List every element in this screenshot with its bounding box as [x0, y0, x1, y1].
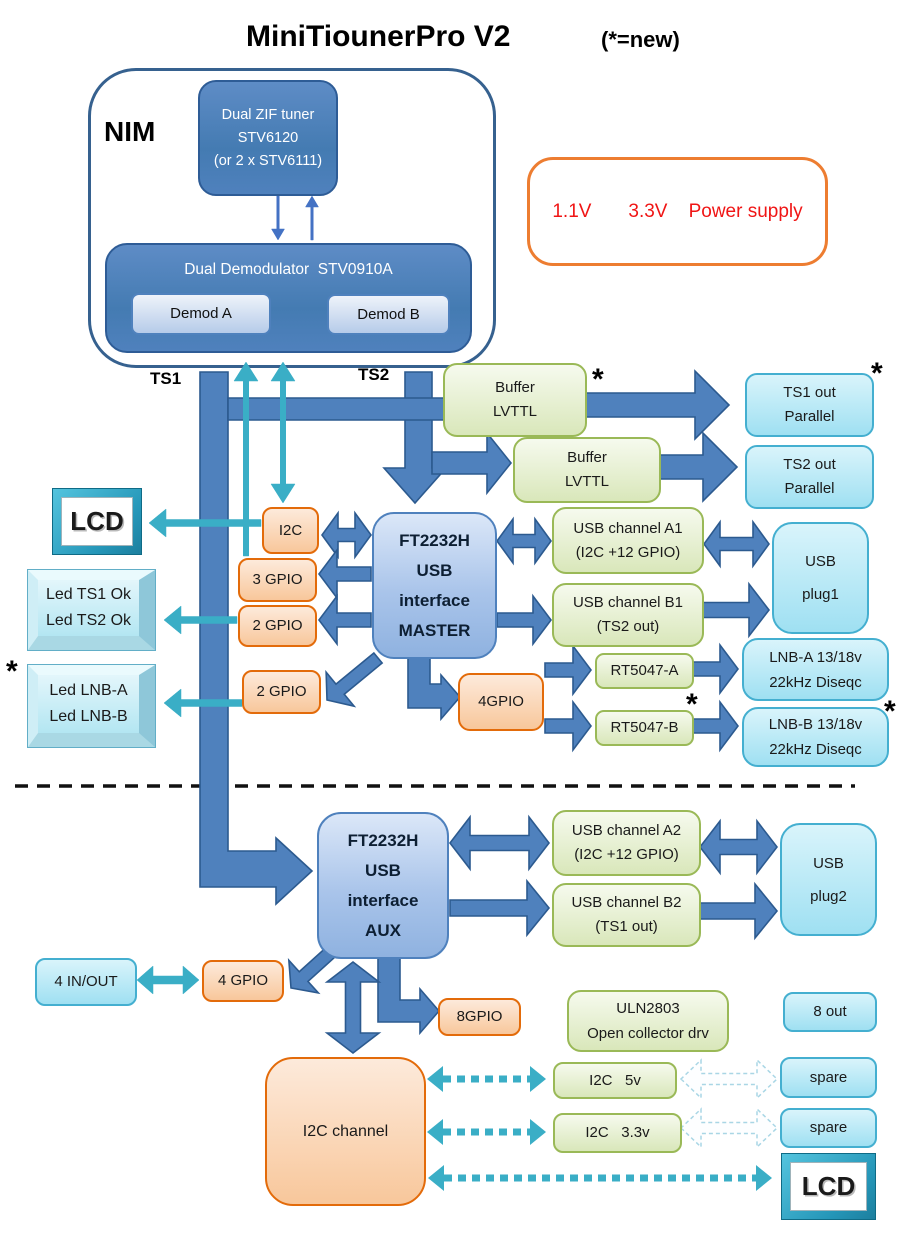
gpio8-box: 8GPIO	[438, 998, 521, 1036]
ft2232h-master-box: FT2232H USB interface MASTER	[372, 512, 497, 659]
lcd-display: LCD	[52, 488, 142, 555]
lnb-b-box: LNB-B 13/18v 22kHz Diseqc	[742, 707, 889, 767]
demod-a-box: Demod A	[131, 293, 271, 335]
ts1-out-box: TS1 out Parallel	[745, 373, 874, 437]
buffer1-box: Buffer LVTTL	[443, 363, 587, 437]
legend-note: (*=new)	[601, 27, 680, 52]
ts2-out-box: TS2 out Parallel	[745, 445, 874, 509]
star-buffer1: *	[592, 363, 604, 396]
i2c-33v-box: I2C 3.3v	[553, 1113, 682, 1153]
lcd-display-2: LCD	[781, 1153, 876, 1220]
usb-channel-a1-box: USB channel A1 (I2C +12 GPIO)	[552, 507, 704, 574]
gpio4-aux-box: 4 GPIO	[202, 960, 284, 1002]
i2c-box: I2C	[262, 507, 319, 554]
usb-channel-b1-box: USB channel B1 (TS2 out)	[552, 583, 704, 647]
out8-box: 8 out	[783, 992, 877, 1032]
usb-plug2-box: USB plug2	[780, 823, 877, 936]
led-lnb-indicator: Led LNB-A Led LNB-B	[28, 665, 155, 747]
power-supply-box: 1.1V 3.3V Power supply	[527, 157, 828, 266]
demodulator-title: Dual Demodulator STV0910A	[184, 261, 393, 278]
lcd-screen: LCD	[61, 497, 133, 546]
spare1-box: spare	[780, 1057, 877, 1098]
uln2803-box: ULN2803 Open collector drv	[567, 990, 729, 1052]
gpio2a-box: 2 GPIO	[238, 605, 317, 647]
ft2232h-aux-box: FT2232H USB interface AUX	[317, 812, 449, 959]
star-rt5047b: *	[686, 688, 698, 721]
nim-label: NIM	[104, 116, 156, 147]
led-ts-indicator: Led TS1 Ok Led TS2 Ok	[28, 570, 155, 650]
star-led-lnb: *	[6, 655, 18, 688]
page-title: MiniTiounerPro V2	[246, 20, 511, 53]
gpio2b-box: 2 GPIO	[242, 670, 321, 714]
usb-channel-a2-box: USB channel A2 (I2C +12 GPIO)	[552, 810, 701, 876]
gpio3-box: 3 GPIO	[238, 558, 317, 602]
rt5047a-box: RT5047-A	[595, 653, 694, 689]
spare2-box: spare	[780, 1108, 877, 1148]
usb-plug1-box: USB plug1	[772, 522, 869, 634]
lnb-a-box: LNB-A 13/18v 22kHz Diseqc	[742, 638, 889, 701]
usb-channel-b2-box: USB channel B2 (TS1 out)	[552, 883, 701, 947]
i2c-5v-box: I2C 5v	[553, 1062, 677, 1099]
rt5047b-box: RT5047-B	[595, 710, 694, 746]
tuner-box: Dual ZIF tuner STV6120 (or 2 x STV6111)	[198, 80, 338, 196]
star-lnb-b: *	[884, 695, 896, 728]
star-ts1-out: *	[871, 357, 883, 390]
demod-b-box: Demod B	[327, 294, 450, 335]
ts1-label: TS1	[150, 369, 182, 388]
in-out4-box: 4 IN/OUT	[35, 958, 137, 1006]
gpio4-box: 4GPIO	[458, 673, 544, 731]
buffer2-box: Buffer LVTTL	[513, 437, 661, 503]
ts2-label: TS2	[358, 365, 390, 384]
lcd-screen-2: LCD	[790, 1162, 867, 1211]
i2c-channel-box: I2C channel	[265, 1057, 426, 1206]
